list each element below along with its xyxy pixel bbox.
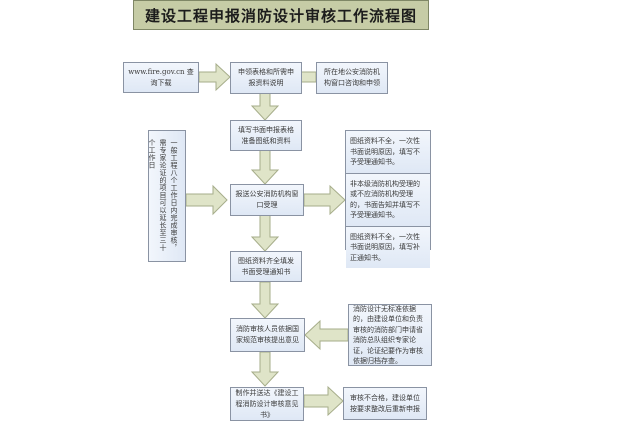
rejection-item: 非本级消防机构受理的或不应消防机构受理的，书面告知并填写不予受理通知书。 [346,173,430,227]
node-fail: 审核不合格，建设单位按要求整改后重新申报 [343,387,427,420]
arrow-right-fail [303,385,344,417]
rejection-list: 图纸资料不全，一次性书面说明原因，填写不予受理通知书。 非本级消防机构受理的或不… [345,130,431,268]
arrow-down-5 [250,351,280,387]
node-local-office: 所在地公安消防机构窗口咨询和申领 [316,62,388,94]
node-get-forms: 申领表格和所需申报资料说明 [230,62,302,94]
node-website: www.fire.gov.cn 查询下载 [123,62,199,93]
arrow-right-website [198,62,231,92]
flowchart-title: 建设工程申报消防设计审核工作流程图 [133,0,429,30]
node-review: 消防审核人员依据国家规范审核提出意见 [230,318,305,352]
rejection-item: 图纸资料不全，一次性书面说明原因，填写不予受理通知书。 [346,131,430,174]
node-fill-forms: 填写书面申报表格准备图纸和资料 [230,120,302,151]
arrow-down-1 [250,92,280,121]
arrow-down-4 [250,281,280,319]
arrow-right-timeline [185,184,228,216]
node-expert-review: 消防设计无标准依据的，由建设单位和负责审核的消防部门申请省消防总队组织专家论证，… [348,304,432,366]
arrow-down-3 [250,214,280,252]
arrow-right-rejections [303,184,346,216]
node-complete-notice: 图纸资料齐全填发书面受理通知书 [230,251,302,282]
arrow-left-expert [304,319,349,351]
node-submit: 报送公安消防机构窗口受理 [230,184,304,216]
arrow-down-2 [250,149,280,185]
rejection-item: 图纸资料不全，一次性书面说明原因，填写补正通知书。 [346,226,430,268]
node-timeline: 一般工程八个工作日内完成审核，需专家论证的项目可以延长至三十个工作日 [148,130,186,262]
node-issue-opinion: 制作并送达《建设工程消防设计审核意见书》 [230,387,304,421]
